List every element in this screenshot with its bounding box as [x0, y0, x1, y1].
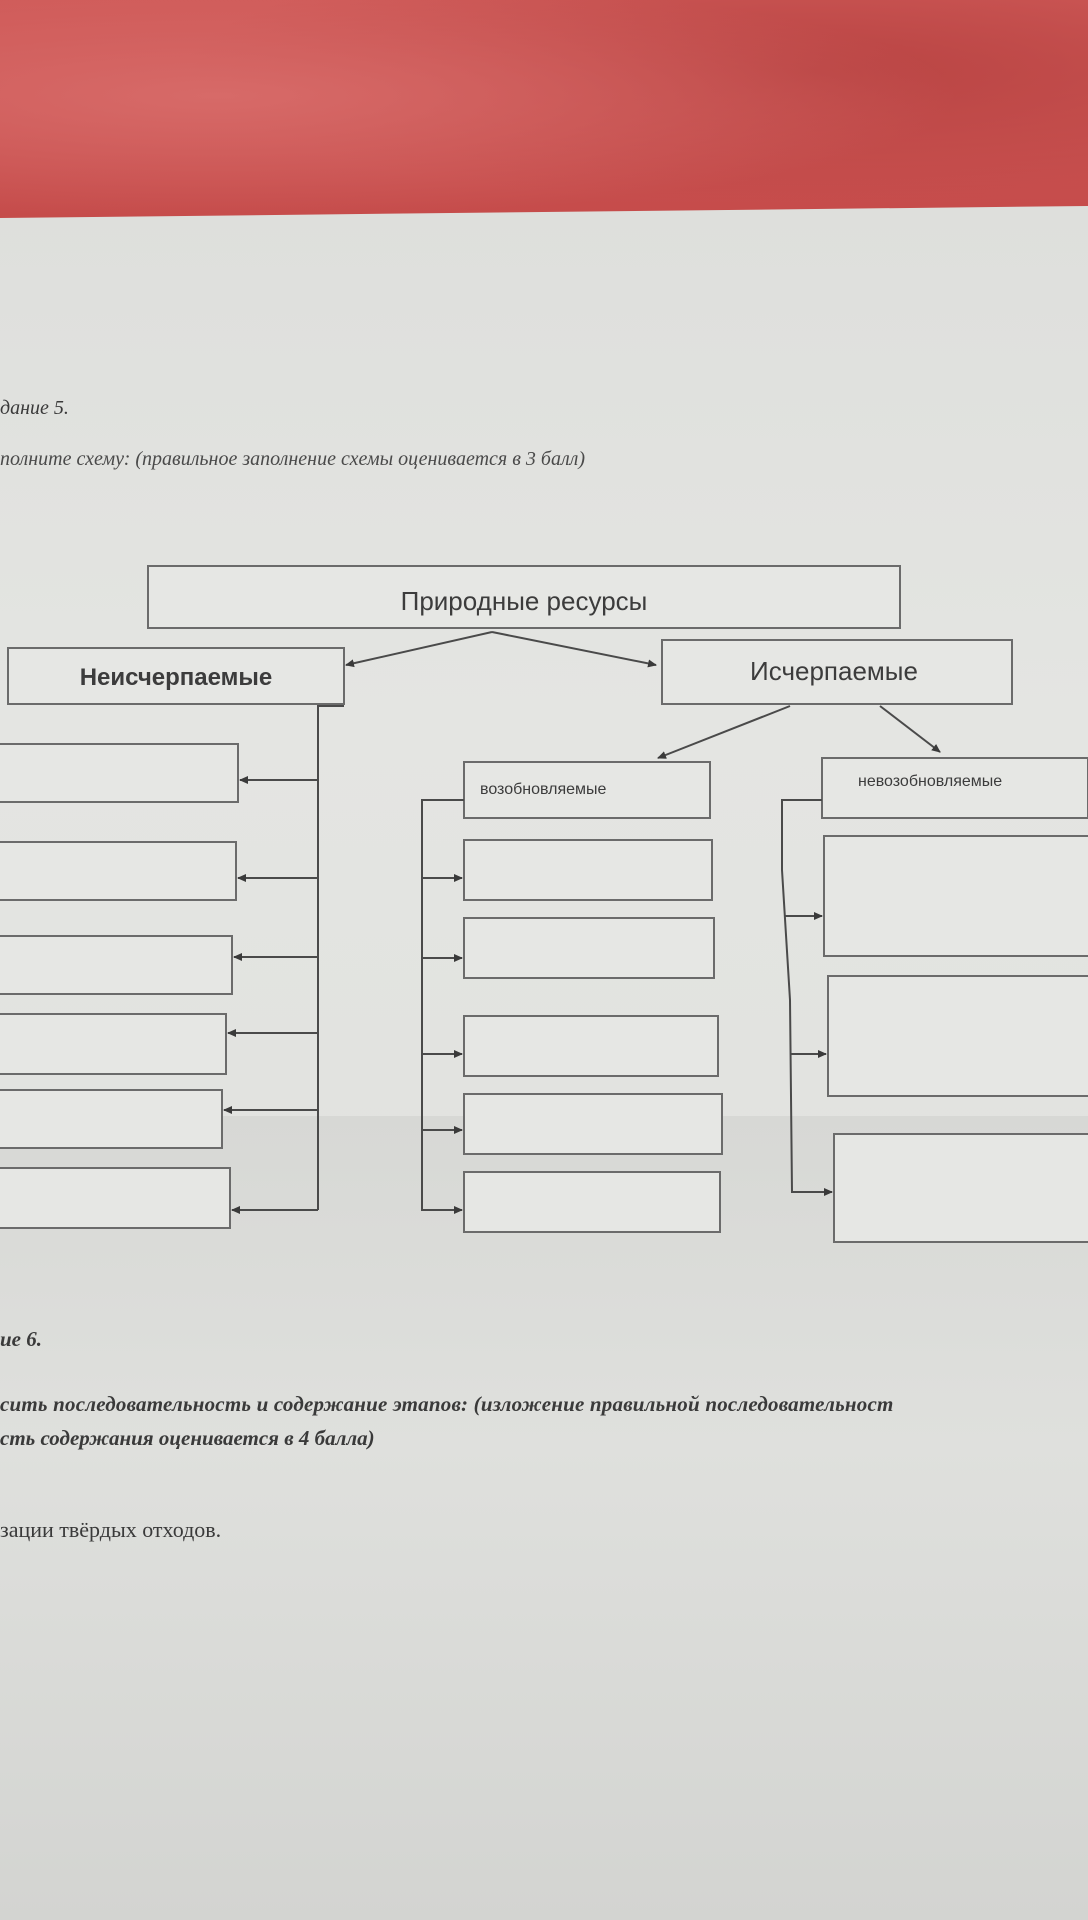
task6-title: ие 6.: [0, 1327, 42, 1351]
arrow-root-left: [345, 631, 493, 668]
right-trunk-line: [781, 799, 826, 1193]
left-empty-box: [0, 1089, 223, 1149]
nonrenewable-node: невозобновляемые: [821, 757, 1088, 819]
left-empty-boxes: [0, 743, 239, 1229]
left-branch-label: Неисчерпаемые: [80, 664, 273, 691]
middle-arrows: [422, 874, 463, 1214]
tablecloth-background: [0, 0, 1088, 240]
right-empty-box: [833, 1133, 1088, 1243]
left-branch-node: Неисчерпаемые: [7, 647, 345, 705]
left-arrows: [223, 776, 318, 1214]
left-empty-box: [0, 1167, 231, 1229]
root-node: Природные ресурсы: [147, 565, 901, 629]
middle-trunk-line: [421, 799, 464, 1211]
task6-instruction-line1: сить последовательность и содержание эта…: [0, 1392, 894, 1416]
task6-instruction-line2: сть содержания оценивается в 4 балла): [0, 1426, 375, 1450]
right-empty-boxes: [823, 835, 1088, 1243]
right-empty-box: [823, 835, 1088, 957]
renewable-node: возобновляемые: [463, 761, 711, 819]
right-branch-node: Исчерпаемые: [661, 639, 1013, 705]
middle-empty-box: [463, 839, 713, 901]
middle-empty-box: [463, 1093, 723, 1155]
right-branch-label: Исчерпаемые: [750, 656, 918, 686]
task5-title: дание 5.: [0, 397, 69, 419]
right-empty-box: [827, 975, 1088, 1097]
left-empty-box: [0, 743, 239, 803]
arrow-to-renewable: [657, 705, 791, 759]
middle-empty-boxes: [463, 839, 723, 1233]
middle-empty-box: [463, 1015, 719, 1077]
right-arrows: [784, 912, 833, 1196]
arrow-root-right: [491, 631, 657, 668]
root-label: Природные ресурсы: [401, 586, 648, 616]
nonrenewable-label: невозобновляемые: [858, 773, 1002, 790]
task5-instruction: полните схему: (правильное заполнение сх…: [0, 448, 586, 470]
left-empty-box: [0, 841, 237, 901]
left-empty-box: [0, 1013, 227, 1075]
middle-empty-box: [463, 917, 715, 979]
middle-empty-box: [463, 1171, 721, 1233]
arrow-to-nonrenewable: [879, 705, 941, 753]
renewable-label: возобновляемые: [480, 781, 607, 798]
left-empty-box: [0, 935, 233, 995]
task6-topic: зации твёрдых отходов.: [0, 1517, 222, 1542]
left-trunk-line: [317, 705, 344, 1210]
